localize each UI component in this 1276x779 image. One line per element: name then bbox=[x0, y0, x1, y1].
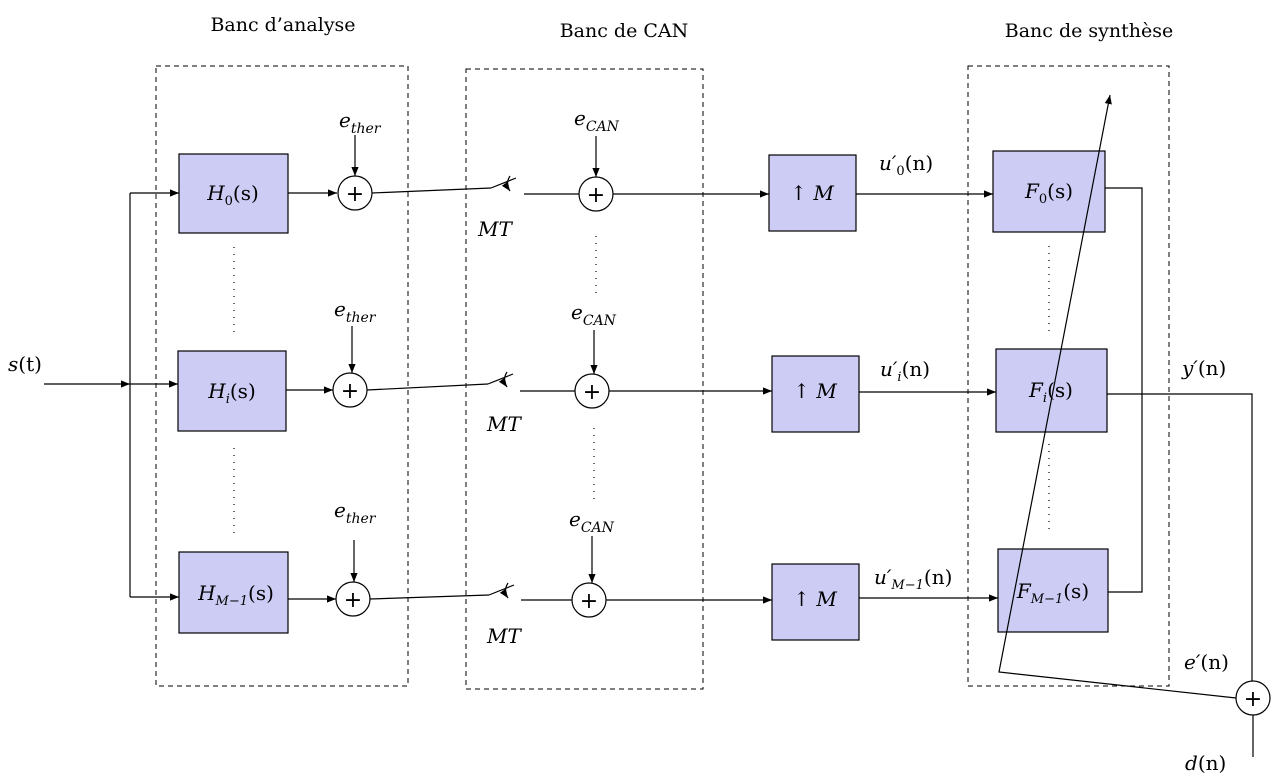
analysis-bank-frame bbox=[155, 65, 409, 687]
upsampled-signal-label-m1: u′M−1(n) bbox=[874, 565, 952, 593]
upsampled-signal-label-0: u′0(n) bbox=[879, 151, 933, 179]
thermal-noise-label-0: ether bbox=[339, 108, 382, 137]
upsampled-signal-label-i: u′i(n) bbox=[880, 357, 930, 385]
analysis-filter-h0-label: H0(s) bbox=[206, 181, 259, 209]
desired-signal-label: d(n) bbox=[1185, 751, 1226, 775]
adc-bank-frame bbox=[465, 68, 704, 690]
synthesis-filter-fm1-label: FM−1(s) bbox=[1016, 579, 1089, 607]
error-feedback-line bbox=[998, 94, 1237, 699]
adc-bank-title: Banc de CAN bbox=[560, 20, 689, 42]
svg-text:+: + bbox=[341, 379, 359, 404]
upsampler-i bbox=[771, 355, 860, 433]
svg-text:+: + bbox=[587, 183, 605, 208]
synthesis-bank-title: Banc de synthèse bbox=[1005, 20, 1174, 42]
sampler-label-i: MT bbox=[486, 412, 522, 436]
adc-noise-label-i: eCAN bbox=[571, 300, 617, 329]
svg-text:+: + bbox=[583, 380, 601, 405]
upsampler-label-m1: ↑ M bbox=[793, 587, 837, 611]
error-signal-label: e′(n) bbox=[1184, 650, 1229, 674]
svg-text:+: + bbox=[580, 589, 598, 614]
analysis-bank-title: Banc d’analyse bbox=[210, 14, 355, 36]
svg-text:+: + bbox=[1244, 687, 1262, 712]
analysis-filter-hi bbox=[177, 350, 287, 432]
analysis-filter-hm1 bbox=[178, 551, 289, 634]
upsampler-label-0: ↑ M bbox=[790, 181, 834, 205]
analysis-filter-h0 bbox=[178, 153, 289, 234]
sampler-switch-0 bbox=[490, 175, 517, 192]
thermal-noise-label-i: ether bbox=[334, 297, 377, 326]
upsampler-0 bbox=[768, 154, 857, 232]
adc-noise-label-m1: eCAN bbox=[569, 507, 615, 536]
output-signal-label: y′(n) bbox=[1181, 356, 1226, 380]
adc-noise-label-0: eCAN bbox=[574, 106, 620, 135]
thermal-noise-label-m1: ether bbox=[334, 498, 377, 527]
svg-text:+: + bbox=[344, 588, 362, 613]
synthesis-filter-fm1 bbox=[997, 548, 1109, 633]
svg-text:+: + bbox=[346, 182, 364, 207]
synthesis-filter-f0-label: F0(s) bbox=[1024, 179, 1073, 207]
upsampler-m1 bbox=[771, 563, 860, 641]
synthesis-filter-fi bbox=[995, 348, 1108, 433]
sampler-switch-m1 bbox=[488, 582, 515, 599]
synthesis-bank-frame bbox=[967, 65, 1170, 687]
output-line bbox=[1107, 393, 1253, 682]
analysis-filter-hi-label: Hi(s) bbox=[207, 379, 256, 407]
input-signal-label: s(t) bbox=[8, 352, 42, 376]
sampler-label-0: MT bbox=[477, 217, 513, 241]
sampler-switch-i bbox=[487, 371, 514, 388]
analysis-filter-hm1-label: HM−1(s) bbox=[197, 581, 274, 609]
sampler-label-m1: MT bbox=[486, 624, 522, 648]
upsampler-label-i: ↑ M bbox=[793, 379, 837, 403]
